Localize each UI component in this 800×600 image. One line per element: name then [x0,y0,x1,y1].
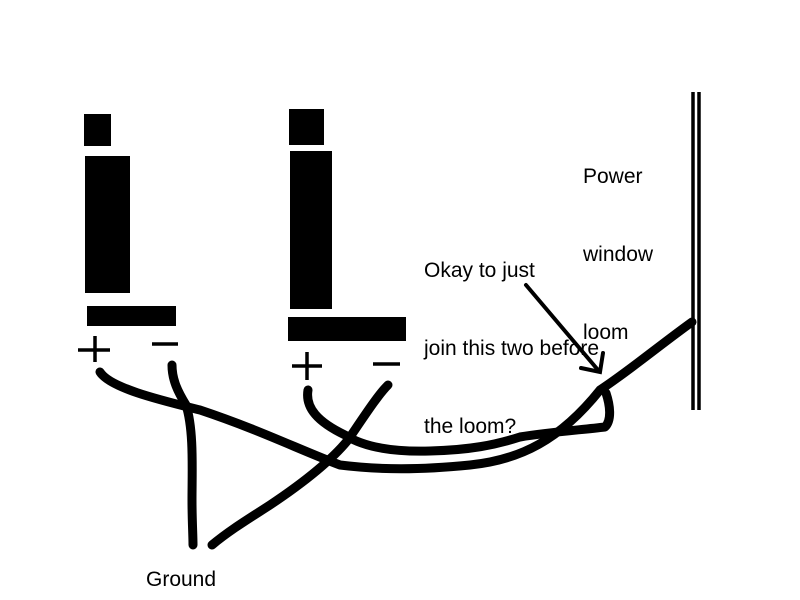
loom-label-line-2: window [583,243,654,266]
right-component-base [288,317,406,341]
question-arrow [524,283,605,375]
right-component-body [290,151,332,309]
left-component-body [85,156,130,293]
right-component-cap [289,109,324,145]
right-component [288,109,406,341]
loom-label: Power window loom [583,112,653,372]
wire-left-negative-ground [167,360,198,550]
wire-left-positive [95,317,697,474]
right-plus-terminal [292,352,322,380]
question-label-line-3: the loom? [424,415,517,438]
wire-right-negative-ground [207,380,393,550]
power-window-loom [691,92,701,410]
loom-label-line-1: Power [583,165,643,188]
question-label-line-2: join this two before [424,337,600,360]
left-component-cap [84,114,111,146]
left-component [84,114,176,326]
wire-right-positive [303,385,615,456]
left-component-base [87,306,176,326]
question-label: Okay to just join this two before the lo… [424,206,599,466]
ground-label: Ground [146,568,217,591]
question-label-line-1: Okay to just [424,259,535,282]
loom-label-line-3: loom [583,321,629,344]
left-plus-terminal [78,336,110,362]
